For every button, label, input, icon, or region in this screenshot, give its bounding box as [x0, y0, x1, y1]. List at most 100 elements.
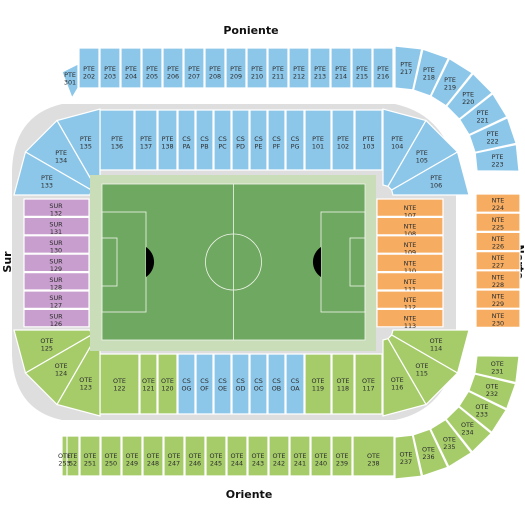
section-shape[interactable]	[177, 353, 196, 415]
section-shape[interactable]	[141, 47, 163, 89]
section-shape[interactable]	[213, 109, 232, 171]
section-shape[interactable]	[100, 435, 122, 477]
section-shape[interactable]	[79, 435, 101, 477]
section-shape[interactable]	[195, 109, 214, 171]
section-shape[interactable]	[376, 272, 444, 291]
section-shape[interactable]	[246, 47, 268, 89]
section-shape[interactable]	[372, 47, 394, 89]
section-shape[interactable]	[162, 47, 184, 89]
section-shape[interactable]	[394, 434, 423, 480]
section-shape[interactable]	[352, 435, 395, 477]
section-shape[interactable]	[120, 47, 142, 89]
section-shape[interactable]	[430, 57, 474, 107]
section-shape[interactable]	[195, 353, 214, 415]
section-shape[interactable]	[354, 109, 383, 171]
section-shape[interactable]	[225, 47, 247, 89]
section-shape[interactable]	[247, 435, 269, 477]
section-shape[interactable]	[231, 109, 250, 171]
section-shape[interactable]	[285, 109, 305, 171]
section-shape[interactable]	[163, 435, 185, 477]
section-shape[interactable]	[304, 353, 332, 415]
section-shape[interactable]	[157, 353, 178, 415]
section-shape[interactable]	[475, 193, 521, 213]
section-shape[interactable]	[331, 109, 355, 171]
section-shape[interactable]	[177, 109, 196, 171]
section-shape[interactable]	[99, 47, 121, 89]
section-shape[interactable]	[249, 109, 268, 171]
section-shape[interactable]	[249, 353, 268, 415]
section-shape[interactable]	[288, 47, 310, 89]
section-shape[interactable]	[183, 47, 205, 89]
section-shape[interactable]	[445, 72, 493, 120]
section-shape[interactable]	[468, 373, 517, 410]
section-shape[interactable]	[376, 290, 444, 309]
section-shape[interactable]	[475, 251, 521, 271]
section-shape[interactable]	[412, 428, 449, 477]
section-shape[interactable]	[139, 353, 158, 415]
section-shape[interactable]	[184, 435, 206, 477]
section-shape[interactable]	[351, 47, 373, 89]
section-shape[interactable]	[226, 435, 248, 477]
section-shape[interactable]	[445, 405, 493, 453]
section-shape[interactable]	[376, 216, 444, 236]
section-shape[interactable]	[458, 92, 508, 136]
section-shape[interactable]	[61, 63, 79, 100]
section-shape[interactable]	[376, 308, 444, 328]
section-shape[interactable]	[23, 235, 90, 254]
section-shape[interactable]	[376, 235, 444, 254]
section-shape[interactable]	[23, 198, 90, 217]
section-shape[interactable]	[304, 109, 332, 171]
section-shape[interactable]	[382, 338, 427, 417]
